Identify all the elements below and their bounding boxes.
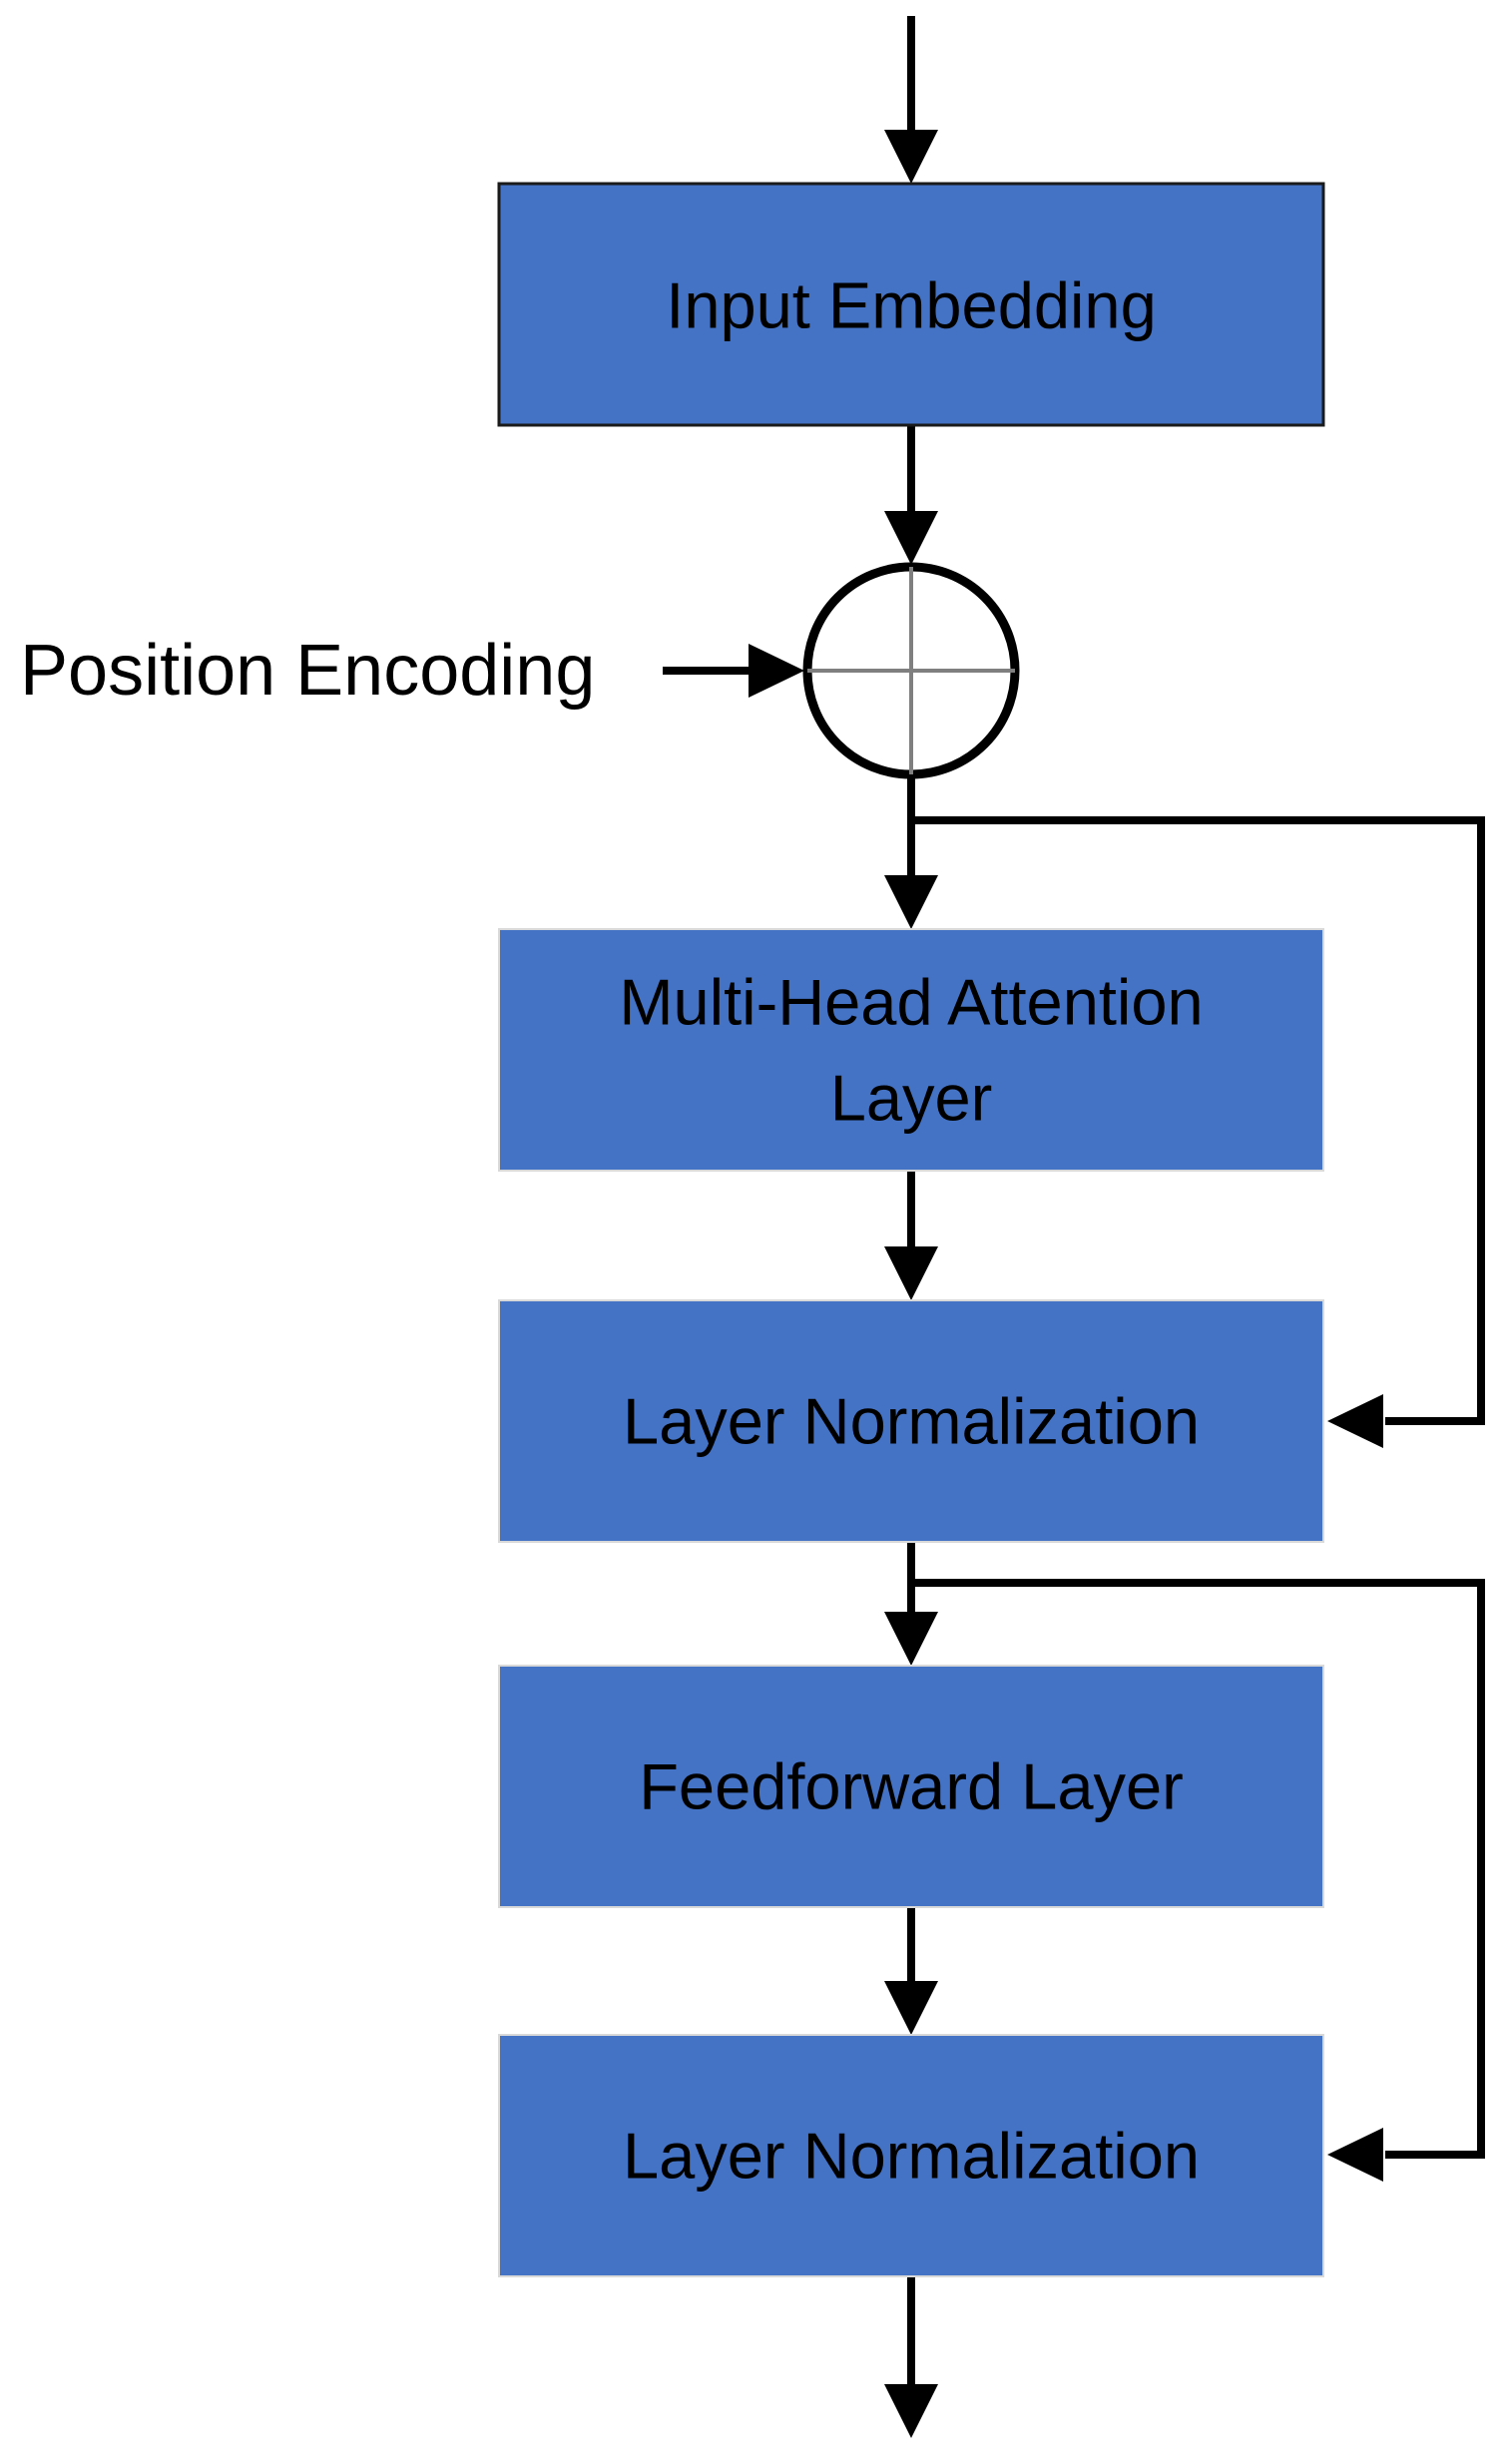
input-embedding-label: Input Embedding	[666, 269, 1156, 342]
multi-head-attention-box	[498, 928, 1324, 1172]
layer-normalization-2-label: Layer Normalization	[623, 2120, 1200, 2193]
arrowhead-into-multi-head-attention	[884, 875, 938, 929]
node-multi-head-attention: Multi-Head Attention Layer	[498, 928, 1324, 1172]
layer-normalization-2-box	[498, 2034, 1324, 2277]
node-layer-normalization-1: Layer Normalization	[498, 1299, 1324, 1543]
arrowhead-into-layer-norm-2	[884, 1981, 938, 2035]
add-junction	[802, 562, 1020, 779]
node-feedforward: Feedforward Layer	[498, 1665, 1324, 1908]
arrowhead-into-input-embedding	[884, 130, 938, 184]
layer-normalization-1-label: Layer Normalization	[623, 1385, 1200, 1458]
feedforward-label: Feedforward Layer	[639, 1750, 1184, 1823]
skip-connection-2-path	[911, 1579, 1485, 2159]
arrowhead-skip-into-layer-norm-2	[1327, 2128, 1383, 2182]
multi-head-attention-label-line1: Multi-Head Attention	[619, 966, 1203, 1039]
arrowhead-output	[884, 2384, 938, 2438]
layer-normalization-1-box	[498, 1299, 1324, 1543]
multi-head-attention-label-line2: Layer	[830, 1062, 993, 1135]
node-layer-normalization-2: Layer Normalization	[498, 2034, 1324, 2277]
feedforward-box	[498, 1665, 1324, 1908]
arrowhead-position-encoding-into-add	[749, 644, 804, 698]
connectors	[663, 16, 1485, 2438]
position-encoding-label: Position Encoding	[20, 631, 595, 711]
node-input-embedding: Input Embedding	[497, 182, 1325, 427]
arrowhead-into-add-junction	[884, 511, 938, 565]
arrowhead-into-layer-norm-1	[884, 1246, 938, 1300]
arrowhead-skip-into-layer-norm-1	[1327, 1394, 1383, 1448]
arrowhead-into-feedforward	[884, 1612, 938, 1666]
skip-connection-1-path	[911, 816, 1485, 1425]
input-embedding-box	[497, 182, 1325, 427]
